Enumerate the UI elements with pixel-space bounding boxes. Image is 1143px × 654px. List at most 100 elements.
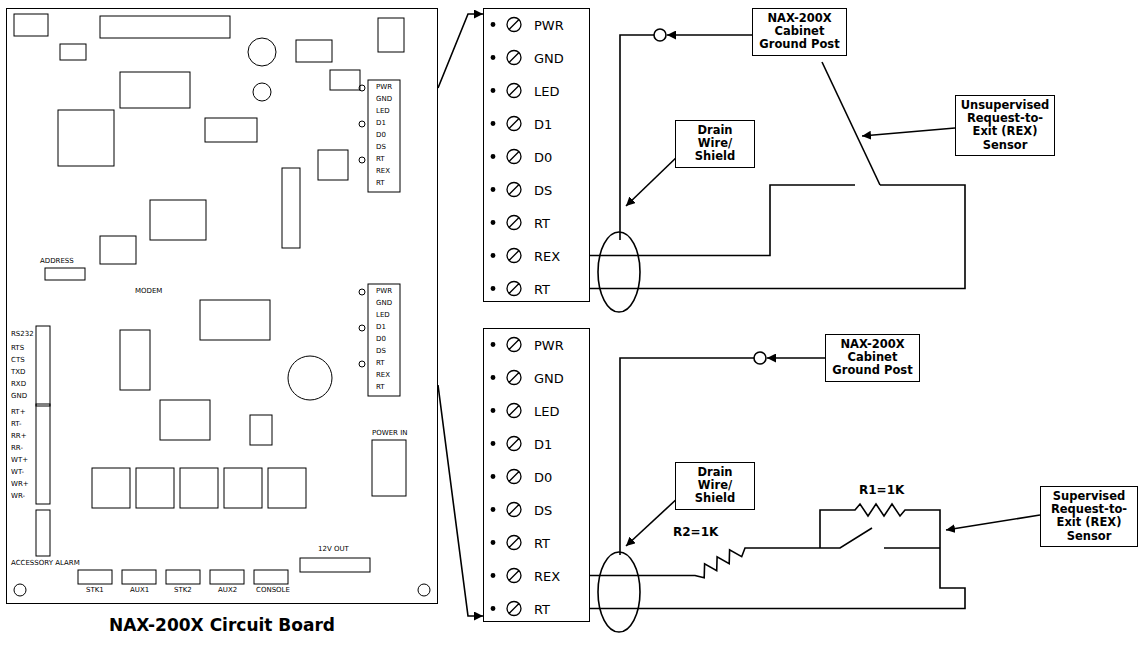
leader-line: [946, 515, 1040, 530]
board-pin-label: MODEM: [135, 288, 162, 295]
screw: [359, 325, 365, 331]
switch-arm: [820, 528, 872, 548]
callout-text: Supervised Request-to-Exit (REX) Sensor: [1045, 490, 1133, 543]
board-pin-label: PWR: [376, 288, 392, 295]
terminal-label: DS: [534, 183, 552, 199]
terminal-dot: [491, 343, 495, 347]
board-component: [250, 415, 272, 445]
callout-text: NAX-200X Cabinet Ground Post: [757, 12, 842, 52]
board-pin-label: RXD: [11, 381, 26, 388]
board-pin-label: ACCESSORY ALARM: [11, 560, 80, 567]
relay-connector: [210, 570, 244, 584]
leader-line: [667, 34, 752, 36]
relay: [268, 468, 306, 508]
terminal-connector: [36, 510, 50, 556]
callout-box: Drain Wire/ Shield: [675, 462, 755, 510]
relay: [224, 468, 262, 508]
board-pin-label: CONSOLE: [256, 587, 290, 594]
board-pin-label: WT-: [11, 469, 24, 476]
board-pin-label: RT: [376, 180, 385, 187]
dip-switch: [45, 268, 85, 280]
terminal-label: GND: [534, 371, 564, 387]
board-pin-label: D1: [376, 324, 386, 331]
board-pin-label: GND: [376, 300, 392, 307]
board-component: [248, 38, 276, 66]
terminal-dot: [491, 442, 495, 446]
board-pin-label: WR+: [11, 481, 29, 488]
board-pin-label: D0: [376, 132, 386, 139]
terminal-label: RT: [534, 602, 550, 618]
board-pin-label: ADDRESS: [40, 258, 74, 265]
return-wire: [590, 548, 965, 609]
leader-line: [626, 496, 680, 546]
board-pin-label: REX: [376, 372, 390, 379]
circuit-board: NAX-200X Circuit Board: [6, 8, 438, 604]
terminal-connector: [36, 326, 50, 406]
switch-arm: [822, 62, 880, 185]
terminal-dot: [491, 607, 495, 611]
bracket-arrow: [438, 14, 483, 88]
cable-shield: [598, 232, 640, 312]
board-pin-label: PWR: [376, 84, 392, 91]
terminal-dot: [491, 188, 495, 192]
resistor-value: R2=1K: [672, 526, 719, 538]
terminal-block: PWRGNDLEDD1D0DSRTREXRT: [483, 328, 590, 622]
power-connector: [300, 558, 370, 572]
callout-box: Unsupervised Request-to-Exit (REX) Senso…: [955, 95, 1055, 156]
rex-wire: [590, 185, 855, 256]
switch-contact: [884, 547, 940, 549]
board-pin-label: RT+: [11, 409, 26, 416]
terminal-dot: [491, 541, 495, 545]
screw: [359, 85, 365, 91]
terminal-label: REX: [534, 249, 560, 265]
terminal-dot: [491, 56, 495, 60]
board-pin-label: RT: [376, 360, 385, 367]
terminal-label: D0: [534, 470, 552, 486]
board-pin-label: AUX2: [218, 587, 237, 594]
relay-connector: [122, 570, 156, 584]
ground-post: [754, 352, 766, 364]
board-pin-label: CTS: [11, 357, 25, 364]
leader-line: [626, 154, 680, 206]
terminal-screws: [507, 18, 521, 296]
screw: [359, 361, 365, 367]
board-pin-label: GND: [11, 393, 27, 400]
screw: [359, 289, 365, 295]
board-pin-label: WT+: [11, 457, 28, 464]
terminal-label: D1: [534, 437, 552, 453]
board-pin-label: GND: [376, 96, 392, 103]
drain-wire: [620, 358, 754, 555]
terminal-dot: [491, 475, 495, 479]
callout-box: Drain Wire/ Shield: [675, 120, 755, 168]
board-component: [100, 236, 136, 264]
terminal-label: DS: [534, 503, 552, 519]
terminal-dot: [491, 155, 495, 159]
board-component: [378, 18, 404, 52]
callout-box: Supervised Request-to-Exit (REX) Sensor: [1040, 486, 1138, 547]
return-wire: [590, 185, 965, 289]
terminal-dot: [491, 574, 495, 578]
board-pin-label: LED: [376, 312, 390, 319]
board-pin-label: RT: [376, 156, 385, 163]
relay: [180, 468, 218, 508]
board-caption: NAX-200X Circuit Board: [7, 615, 437, 635]
terminal-dot: [491, 23, 495, 27]
terminal-dot: [491, 376, 495, 380]
board-component: [205, 118, 257, 142]
board-component: [14, 14, 48, 36]
callout-box: NAX-200X Cabinet Ground Post: [752, 8, 847, 56]
board-component: [160, 400, 210, 440]
terminal-label: PWR: [534, 18, 564, 34]
capacitor: [288, 356, 332, 400]
terminal-dot: [491, 508, 495, 512]
mounting-hole: [14, 584, 26, 596]
callout-text: Unsupervised Request-to-Exit (REX) Senso…: [960, 99, 1050, 152]
terminal-dot: [491, 89, 495, 93]
board-component: [150, 200, 206, 240]
terminal-label: GND: [534, 51, 564, 67]
terminal-dot: [491, 287, 495, 291]
board-pin-label: D0: [376, 336, 386, 343]
callout-text: NAX-200X Cabinet Ground Post: [830, 338, 915, 378]
board-component: [100, 16, 230, 38]
relay: [136, 468, 174, 508]
